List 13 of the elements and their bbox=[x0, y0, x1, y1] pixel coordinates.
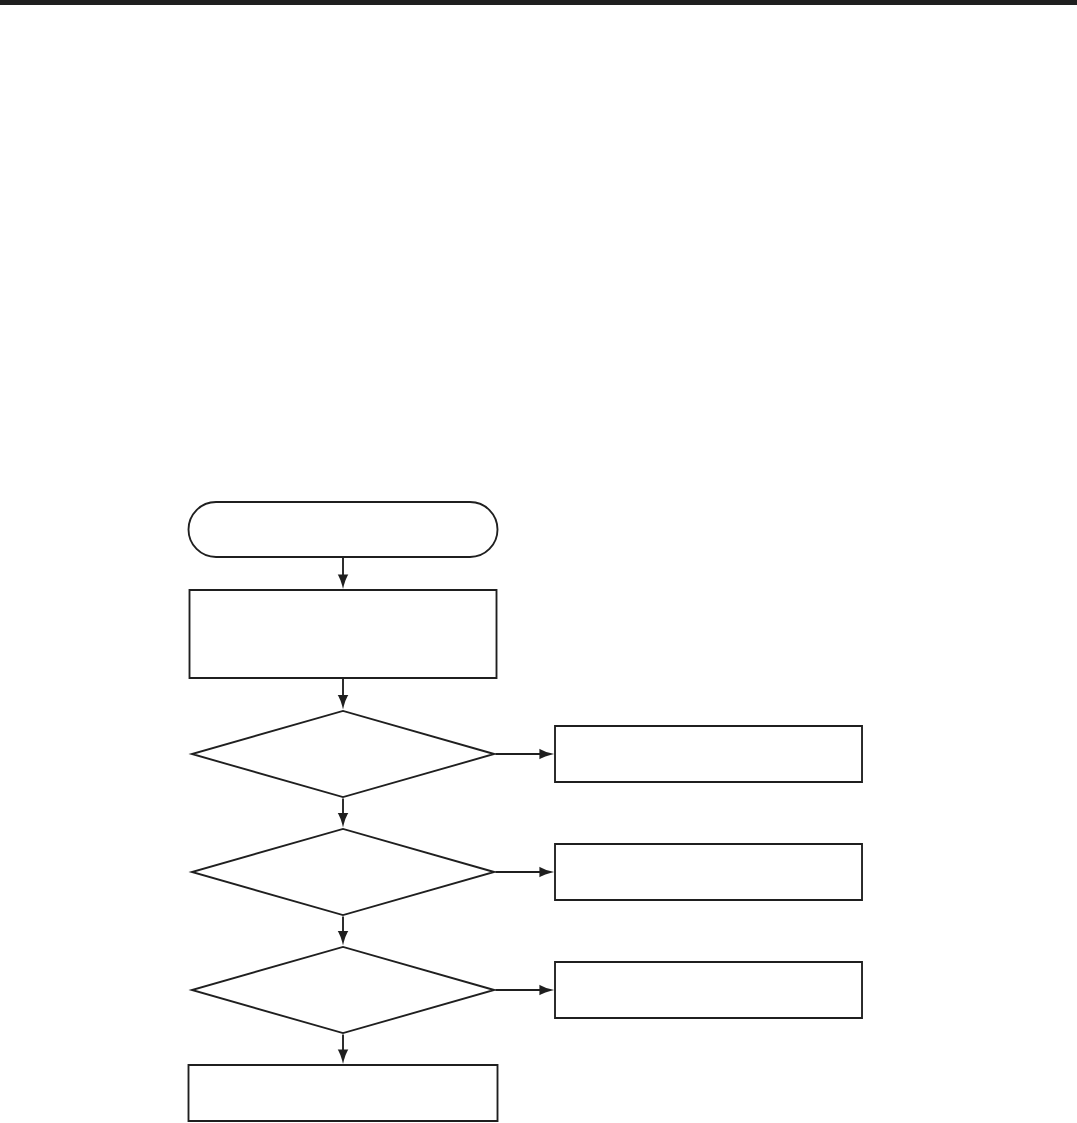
arrow bbox=[338, 915, 348, 943]
process-box bbox=[188, 589, 498, 679]
arrow bbox=[338, 557, 348, 587]
process-box bbox=[187, 1064, 499, 1122]
arrow bbox=[338, 678, 348, 707]
process-box bbox=[554, 961, 863, 1019]
arrow bbox=[494, 985, 552, 995]
process-box bbox=[554, 843, 863, 901]
arrow bbox=[338, 1033, 348, 1062]
process-box bbox=[554, 725, 863, 783]
arrow bbox=[494, 749, 552, 759]
arrow bbox=[494, 867, 552, 877]
arrow bbox=[338, 797, 348, 825]
